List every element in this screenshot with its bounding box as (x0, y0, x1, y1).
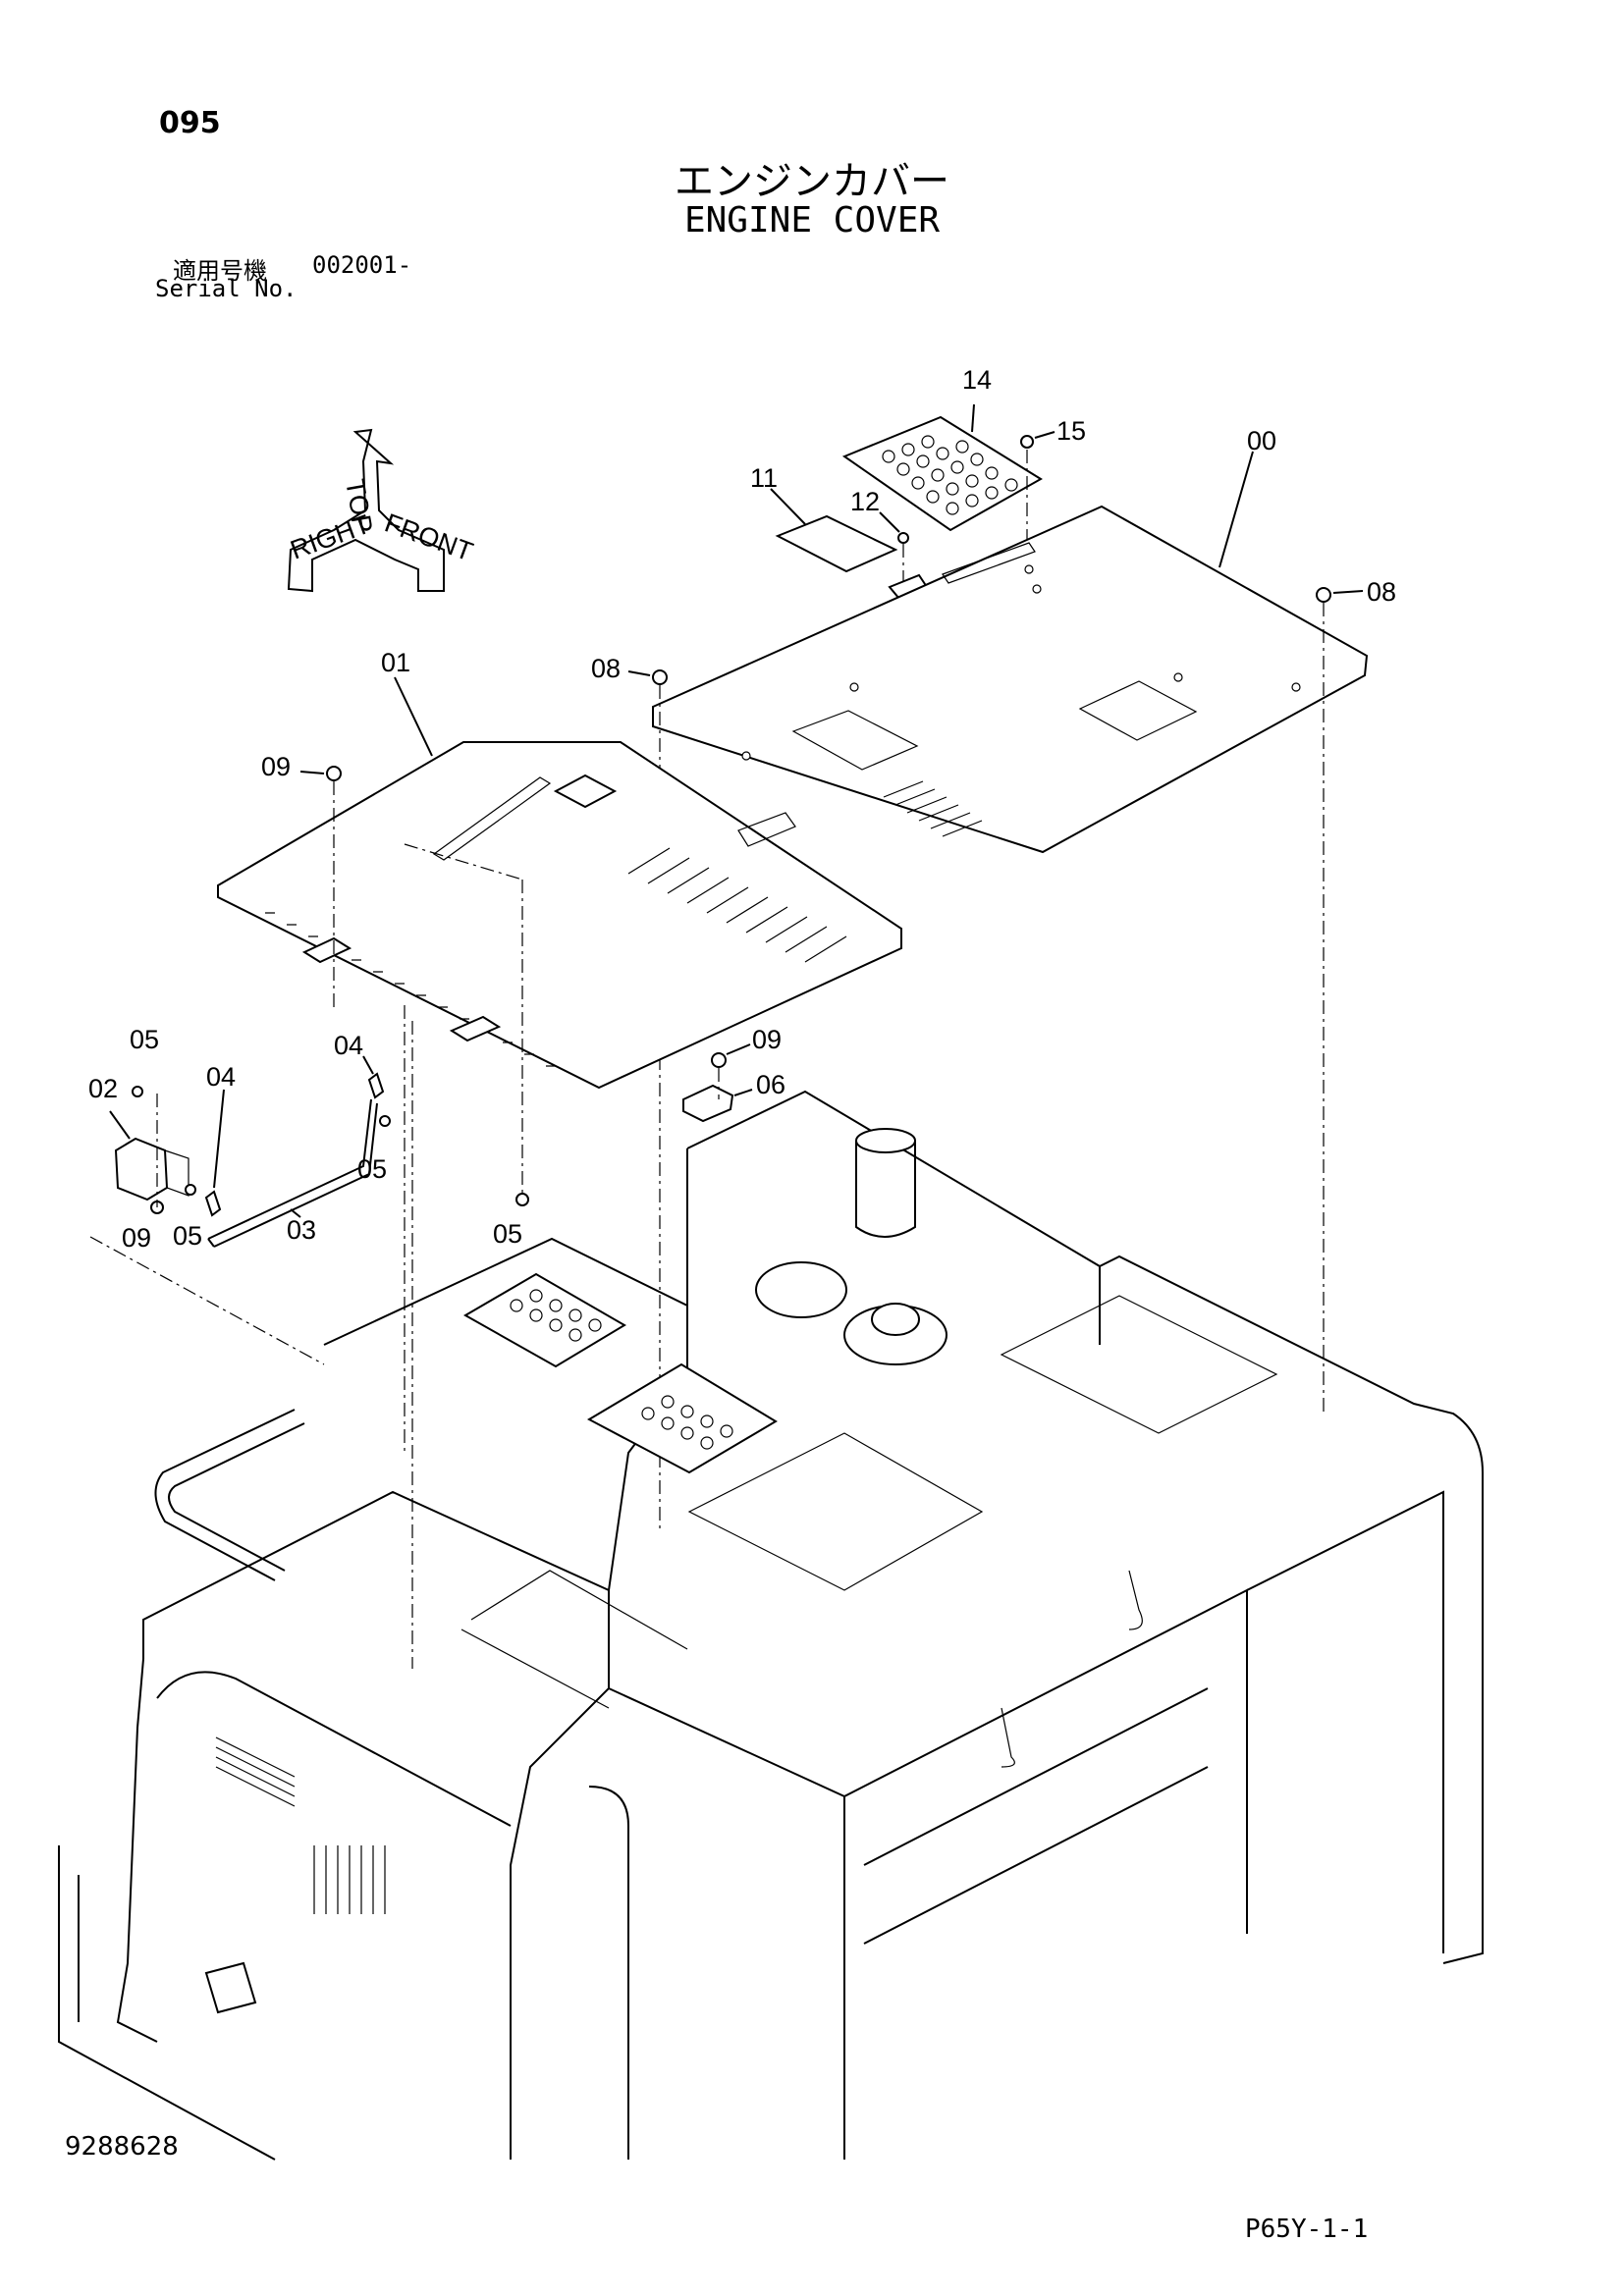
orientation-label-right: RIGHT (287, 509, 374, 565)
callout-09-upper: 09 (261, 752, 291, 781)
callout-05-right: 05 (357, 1154, 387, 1184)
part-06-bracket (682, 1084, 734, 1123)
callout-05-center: 05 (493, 1219, 522, 1249)
part-03-support-rod (207, 1098, 378, 1248)
page-number: 095 (159, 106, 221, 140)
callout-09-lower: 09 (122, 1223, 151, 1253)
housing-vents (215, 1736, 386, 1914)
document-number: 9288628 (65, 2132, 179, 2162)
serial-label-en: Serial No. (155, 275, 298, 302)
callout-12: 12 (850, 487, 880, 516)
callout-11: 11 (750, 463, 778, 493)
cover-00-slots (883, 780, 983, 837)
part-09-bolt-middle (711, 1052, 727, 1068)
callout-14: 14 (962, 365, 992, 395)
part-02-bracket (114, 1137, 189, 1201)
callout-08-left: 08 (591, 654, 621, 683)
part-01-engine-cover (217, 741, 902, 1090)
part-08-bolt-right (1316, 587, 1331, 1414)
drawing-code: P65Y-1-1 (1245, 2215, 1369, 2244)
callout-04-left: 04 (206, 1062, 236, 1092)
callout-03: 03 (287, 1215, 316, 1245)
callout-05-top: 05 (130, 1025, 159, 1054)
door-latch (204, 1961, 257, 2014)
callout-08-right: 08 (1367, 577, 1396, 607)
filter-canister (855, 1141, 916, 1238)
callout-00: 00 (1247, 426, 1276, 455)
callout-01: 01 (381, 648, 410, 677)
part-05-washers (132, 1086, 529, 1206)
page-title-jp: エンジンカバー (675, 159, 949, 204)
callout-labels: 00 01 02 03 04 04 05 05 05 05 06 08 08 0… (88, 365, 1396, 1253)
part-09-bolt-upper (326, 766, 342, 1011)
part-14-perforated-plate (841, 415, 1043, 532)
serial-label-jp: 適用号機 (173, 257, 267, 285)
orientation-marker: TOP FRONT RIGHT (287, 428, 477, 593)
callout-05-lower-left: 05 (173, 1221, 202, 1251)
plate-14-holes (882, 435, 1018, 515)
callout-06: 06 (756, 1070, 785, 1099)
orientation-label-front: FRONT (381, 507, 477, 566)
page-title-en: ENGINE COVER (683, 200, 941, 240)
machine-body (58, 1090, 1484, 2161)
callout-15: 15 (1056, 416, 1086, 446)
callout-09-middle: 09 (752, 1025, 782, 1054)
serial-value: 002001- (312, 251, 412, 279)
part-00-top-cover (652, 505, 1369, 854)
center-lines (89, 843, 720, 1669)
part-04-clip-right (367, 1072, 385, 1099)
body-perforations (510, 1289, 733, 1450)
part-11-plate (775, 514, 898, 573)
tank-cap (755, 1261, 847, 1318)
callout-04-right: 04 (334, 1031, 363, 1060)
callout-02: 02 (88, 1074, 118, 1103)
part-04-clip-left (204, 1190, 222, 1217)
